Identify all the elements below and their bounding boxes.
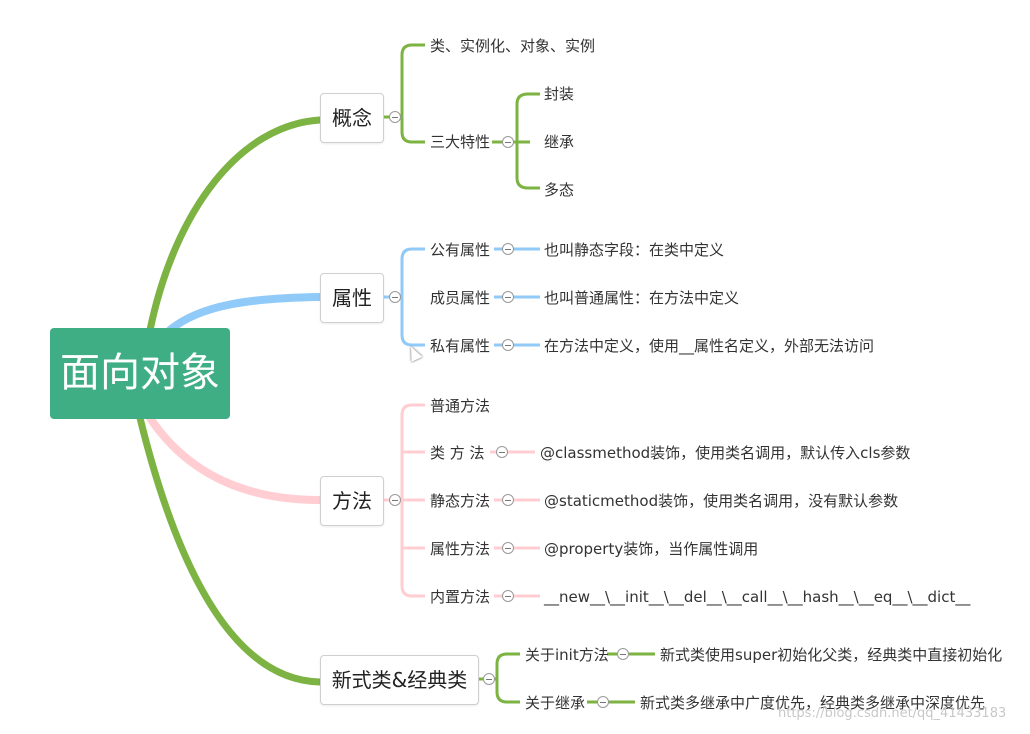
attribute-note-member[interactable]: 也叫普通属性：在方法中定义 (544, 289, 740, 307)
collapse-toggle-icon[interactable] (389, 494, 401, 506)
collapse-toggle-icon[interactable] (617, 648, 629, 660)
feature-item-inheritance[interactable]: 继承 (544, 133, 575, 151)
attribute-item-public[interactable]: 公有属性 (430, 241, 491, 259)
collapse-toggle-icon[interactable] (389, 291, 401, 303)
collapse-toggle-icon[interactable] (496, 446, 508, 458)
concept-item-three-features[interactable]: 三大特性 (430, 133, 491, 151)
connector-root-concept (146, 116, 324, 334)
attribute-item-private[interactable]: 私有属性 (430, 337, 491, 355)
collapse-toggle-icon[interactable] (502, 590, 514, 602)
collapse-toggle-icon[interactable] (502, 243, 514, 255)
attribute-note-private[interactable]: 在方法中定义，使用__属性名定义，外部无法访问 (544, 337, 875, 355)
method-item-normal[interactable]: 普通方法 (430, 397, 491, 415)
branch-newclass[interactable]: 新式类&经典类 (320, 655, 479, 705)
feature-item-polymorphism[interactable]: 多态 (544, 181, 575, 199)
collapse-toggle-icon[interactable] (483, 673, 495, 685)
branch-method[interactable]: 方法 (320, 476, 384, 526)
connector-root-method (146, 414, 324, 504)
collapse-toggle-icon[interactable] (502, 136, 514, 148)
newclass-note-init[interactable]: 新式类使用super初始化父类，经典类中直接初始化 (660, 646, 1003, 664)
collapse-toggle-icon[interactable] (502, 542, 514, 554)
attribute-item-member[interactable]: 成员属性 (430, 289, 491, 307)
root-node[interactable]: 面向对象 (50, 328, 230, 419)
newclass-note-inherit[interactable]: 新式类多继承中广度优先，经典类多继承中深度优先 (640, 694, 986, 712)
method-item-property[interactable]: 属性方法 (430, 540, 491, 558)
method-note-builtin[interactable]: __new__\__init__\__del__\__call__\__hash… (544, 588, 971, 606)
collapse-toggle-icon[interactable] (597, 696, 609, 708)
branch-attribute[interactable]: 属性 (320, 273, 384, 323)
watermark: https://blog.csdn.net/qq_41433183 (778, 706, 1007, 721)
collapse-toggle-icon[interactable] (502, 494, 514, 506)
collapse-toggle-icon[interactable] (502, 339, 514, 351)
method-note-property[interactable]: @property装饰，当作属性调用 (544, 540, 759, 558)
connector-root-newclass (136, 414, 324, 686)
method-note-static[interactable]: @staticmethod装饰，使用类名调用，没有默认参数 (544, 492, 899, 510)
feature-item-encapsulation[interactable]: 封装 (544, 85, 575, 103)
method-item-class[interactable]: 类 方 法 (430, 444, 485, 462)
collapse-toggle-icon[interactable] (502, 291, 514, 303)
newclass-item-inherit[interactable]: 关于继承 (525, 694, 586, 712)
branch-concept[interactable]: 概念 (320, 93, 384, 143)
method-item-builtin[interactable]: 内置方法 (430, 588, 491, 606)
newclass-item-init[interactable]: 关于init方法 (525, 646, 609, 664)
collapse-toggle-icon[interactable] (389, 111, 401, 123)
concept-item-class-instance[interactable]: 类、实例化、对象、实例 (430, 37, 596, 55)
connector-root-attribute (166, 293, 324, 334)
method-note-class[interactable]: @classmethod装饰，使用类名调用，默认传入cls参数 (540, 444, 911, 462)
method-item-static[interactable]: 静态方法 (430, 492, 491, 510)
attribute-note-public[interactable]: 也叫静态字段：在类中定义 (544, 241, 725, 259)
